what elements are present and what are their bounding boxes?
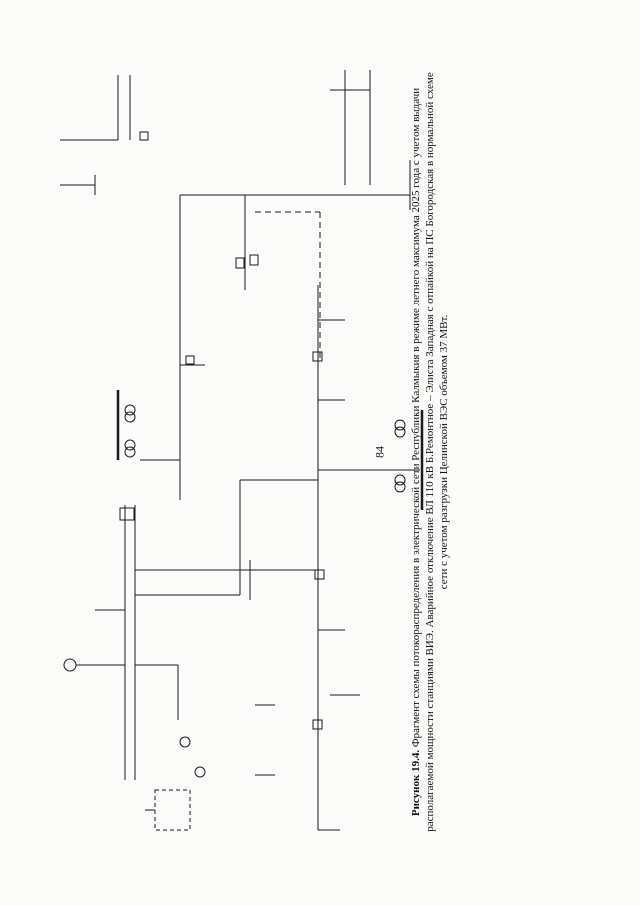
substation-lower (119, 507, 135, 521)
switch-upper (185, 355, 195, 365)
breaker-node (312, 351, 323, 362)
transformer-left-4 (124, 446, 136, 458)
transformer-winding-3 (394, 474, 406, 486)
substation-node (139, 131, 149, 141)
transformer-left-3 (124, 439, 136, 451)
switch-node-2 (249, 254, 259, 266)
breaker-node-3 (312, 719, 323, 730)
generator-symbol-2 (194, 766, 206, 778)
transformer-left (124, 404, 136, 416)
dashed-group (154, 789, 191, 831)
caption-prefix: Рисунок 19.4. (410, 749, 422, 817)
figure-caption: Рисунок 19.4. Фрагмент схемы потокораспр… (409, 72, 451, 832)
transformer-winding-2 (394, 426, 406, 438)
transformer-left-2 (124, 411, 136, 423)
generator-symbol (179, 736, 191, 748)
switch-node (235, 257, 245, 269)
breaker-node-2 (314, 569, 325, 580)
transformer-winding (394, 419, 406, 431)
page-number: 84 (372, 446, 387, 458)
generator-symbol-3 (63, 658, 77, 672)
network-lines (60, 70, 424, 831)
transformer-winding-4 (394, 481, 406, 493)
caption-text: Фрагмент схемы потокораспределения в эле… (410, 72, 450, 832)
